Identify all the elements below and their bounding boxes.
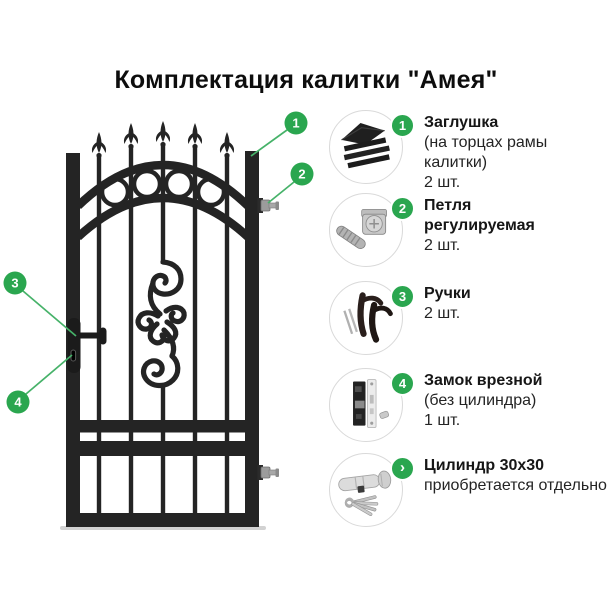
svg-text:1: 1 bbox=[292, 116, 299, 131]
svg-text:3: 3 bbox=[11, 276, 18, 291]
item-quantity: 2 шт. bbox=[424, 174, 461, 191]
item-text: Петля регулируемая 2 шт. bbox=[424, 196, 535, 256]
item-badge: 2 bbox=[390, 196, 415, 221]
bottom-hinge bbox=[257, 465, 279, 480]
top-hinge bbox=[257, 198, 279, 213]
kit-item-handles: 3 Ручки 2 шт. bbox=[329, 281, 612, 361]
kit-item-lock: 4 Замок врезной (без цилиндра) 1 шт. bbox=[329, 368, 612, 448]
item-badge: 1 bbox=[390, 113, 415, 138]
page-title: Комплектация калитки "Амея" bbox=[114, 66, 498, 94]
item-text: Цилиндр 30х30 приобретается отдельно bbox=[424, 456, 607, 496]
kit-item-hinge: 2 Петля регулируемая 2 шт. bbox=[329, 193, 612, 273]
item-quantity: 1 шт. bbox=[424, 412, 461, 429]
hinge-icon bbox=[336, 208, 387, 249]
item-text: Заглушка (на торцах рамы калитки) 2 шт. bbox=[424, 113, 612, 193]
item-badge: 4 bbox=[390, 371, 415, 396]
item-name: Петля bbox=[424, 197, 472, 214]
handles-icon bbox=[343, 292, 393, 343]
callout-2: 2 bbox=[290, 162, 314, 186]
gate-drawing: 1 2 3 4 bbox=[3, 111, 314, 530]
keys bbox=[344, 495, 379, 516]
item-name-line2: регулируемая bbox=[424, 217, 535, 234]
gate-frame bbox=[66, 151, 259, 527]
item-name: Ручки bbox=[424, 285, 471, 302]
callout-3: 3 bbox=[3, 271, 27, 295]
item-name: Цилиндр 30х30 bbox=[424, 457, 545, 474]
item-text: Замок врезной (без цилиндра) 1 шт. bbox=[424, 371, 543, 431]
item-quantity: 2 шт. bbox=[424, 237, 461, 254]
item-note: (на торцах рамы калитки) bbox=[424, 134, 548, 171]
item-badge: 3 bbox=[390, 284, 415, 309]
end-cap-icon bbox=[341, 123, 390, 169]
gate-arch-rings bbox=[99, 168, 227, 208]
cylinder-icon bbox=[338, 470, 392, 516]
item-text: Ручки 2 шт. bbox=[424, 284, 471, 324]
kit-item-cylinder: › Цилиндр 30х30 приобретается отдельно bbox=[329, 453, 612, 533]
item-name: Заглушка bbox=[424, 114, 499, 131]
item-badge-chevron: › bbox=[390, 456, 415, 481]
svg-text:4: 4 bbox=[14, 395, 22, 410]
callout-lines bbox=[22, 129, 295, 395]
end-cap-photo bbox=[329, 110, 403, 184]
kit-item-end-cap: 1 Заглушка (на торцах рамы калитки) 2 шт… bbox=[329, 110, 612, 193]
callout-1: 1 bbox=[284, 111, 308, 135]
hinge-photo bbox=[329, 193, 403, 267]
scroll-ornament bbox=[135, 259, 187, 389]
callout-4: 4 bbox=[6, 390, 30, 414]
item-name: Замок врезной bbox=[424, 372, 543, 389]
item-note: приобретается отдельно bbox=[424, 477, 607, 494]
lock-icon bbox=[353, 379, 390, 428]
svg-text:2: 2 bbox=[298, 167, 305, 182]
item-quantity: 2 шт. bbox=[424, 305, 461, 322]
item-note: (без цилиндра) bbox=[424, 392, 537, 409]
cylinder-photo bbox=[329, 453, 403, 527]
